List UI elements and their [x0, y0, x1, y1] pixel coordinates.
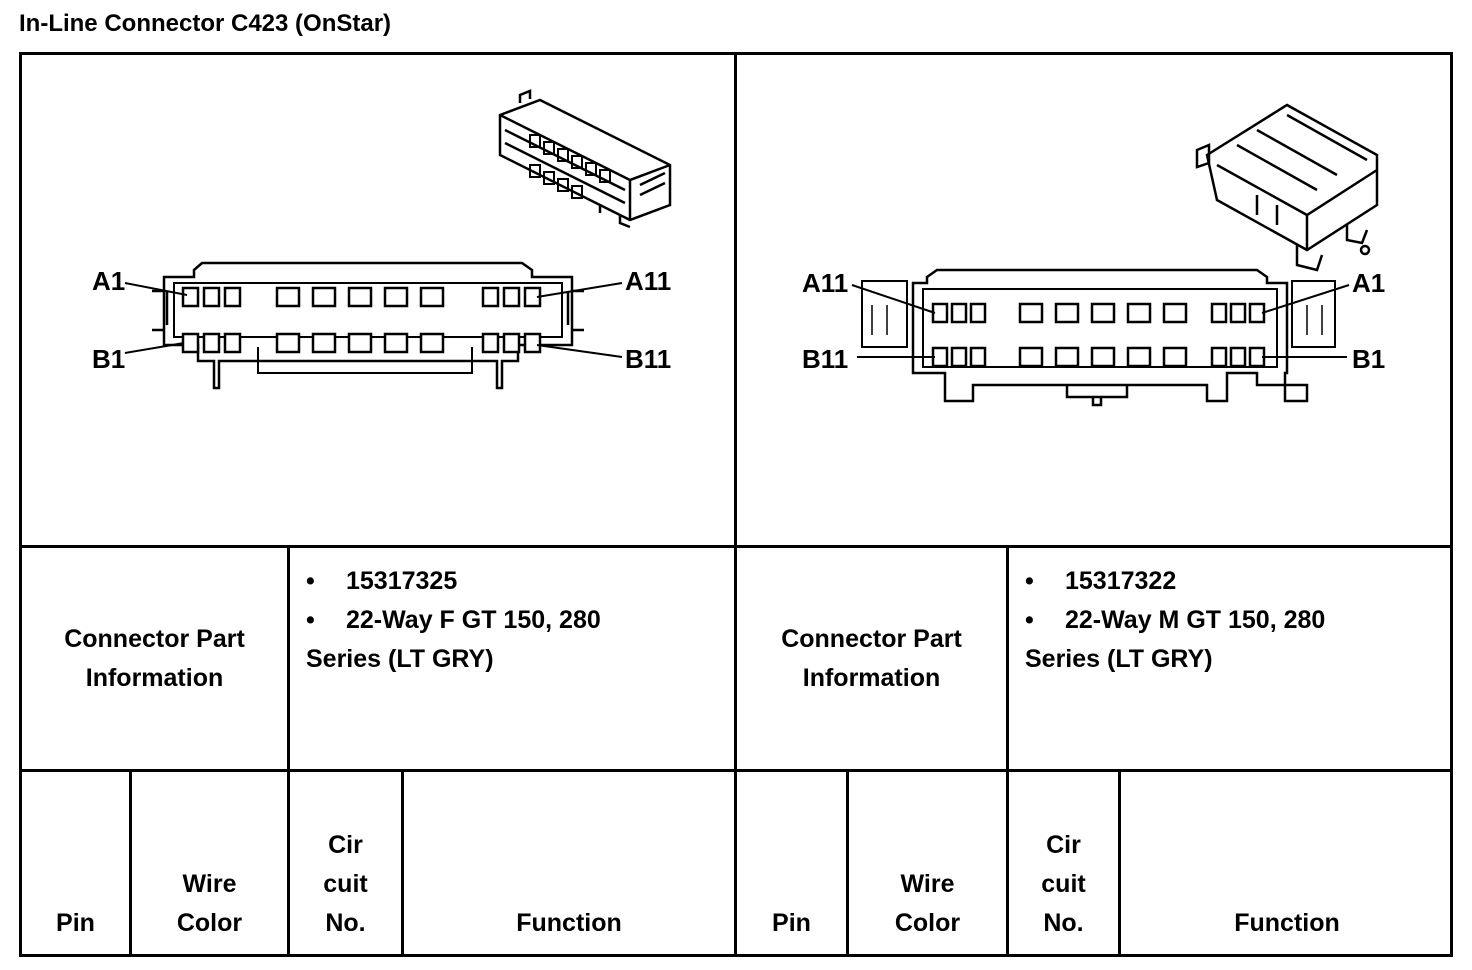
- pin-label-a1: A1: [1352, 268, 1385, 298]
- bullet: •: [1025, 567, 1034, 595]
- diagram-title: In-Line Connector C423 (OnStar): [19, 10, 392, 37]
- row-divider-1: [19, 545, 1453, 548]
- wire-line1: Wire: [900, 870, 955, 898]
- connector-part-info-label: Connector Part Information: [737, 620, 1006, 698]
- col-divider-r1: [846, 769, 849, 957]
- header-circuit-no: Cir cuit No.: [1009, 826, 1118, 943]
- bullet: •: [1025, 606, 1034, 634]
- connector-part-info-label: Connector Part Information: [22, 620, 287, 698]
- pin-label-a1: A1: [92, 266, 125, 296]
- center-divider: [734, 52, 737, 957]
- female-connector-diagram: A1 A11 B1 B11: [92, 89, 672, 390]
- bullet: •: [306, 567, 315, 595]
- info-label-line1: Connector Part: [781, 625, 962, 653]
- col-divider-l3: [401, 769, 404, 957]
- description-line2: Series (LT GRY): [1025, 645, 1213, 673]
- male-connector-diagram: A11 A1 B11 B1: [802, 103, 1385, 407]
- pin-label-b1: B1: [1352, 344, 1385, 374]
- info-divider-right: [1006, 545, 1009, 957]
- info-label-line2: Information: [85, 664, 224, 692]
- circuit-line1: Cir: [328, 831, 363, 859]
- connector-part-details: • 15317322 • 22-Way M GT 150, 280 Series (…: [1025, 562, 1445, 679]
- female-connector-3d-icon: [498, 89, 672, 229]
- circuit-line3: No.: [1043, 909, 1084, 937]
- circuit-line2: cuit: [1041, 870, 1086, 898]
- description-line2: Series (LT GRY): [306, 645, 494, 673]
- info-divider-left: [287, 545, 290, 957]
- header-circuit-no: Cir cuit No.: [290, 826, 401, 943]
- pin-label-b11: B11: [625, 344, 671, 374]
- pin-label-b1: B1: [92, 344, 125, 374]
- bullet: •: [306, 606, 315, 634]
- connector-part-details: • 15317325 • 22-Way F GT 150, 280 Series (…: [306, 562, 726, 679]
- circuit-line2: cuit: [323, 870, 368, 898]
- circuit-line3: No.: [325, 909, 366, 937]
- header-wire-color: Wire Color: [849, 865, 1006, 943]
- pin-label-b11: B11: [802, 344, 848, 374]
- part-number-line: • 15317322: [1025, 562, 1445, 601]
- wire-line2: Color: [894, 909, 961, 937]
- header-wire-color: Wire Color: [132, 865, 287, 943]
- part-number-line: • 15317325: [306, 562, 726, 601]
- row-divider-2: [19, 769, 1453, 772]
- header-function: Function: [1234, 909, 1340, 937]
- col-divider-l1: [129, 769, 132, 957]
- part-number: 15317325: [346, 567, 458, 595]
- description-line1: 22-Way F GT 150, 280: [346, 606, 601, 634]
- header-function: Function: [516, 909, 622, 937]
- col-divider-r3: [1118, 769, 1121, 957]
- wire-line1: Wire: [182, 870, 237, 898]
- info-label-line2: Information: [802, 664, 941, 692]
- wire-line2: Color: [176, 909, 243, 937]
- description-line1: 22-Way M GT 150, 280: [1065, 606, 1326, 634]
- male-connector-3d-icon: [1195, 103, 1379, 272]
- description-line: • 22-Way M GT 150, 280: [1025, 601, 1445, 640]
- description-line: • 22-Way F GT 150, 280: [306, 601, 726, 640]
- header-pin: Pin: [772, 909, 811, 937]
- header-pin: Pin: [56, 909, 95, 937]
- pin-label-a11: A11: [625, 266, 671, 296]
- circuit-line1: Cir: [1046, 831, 1081, 859]
- info-label-line1: Connector Part: [64, 625, 245, 653]
- pin-label-a11: A11: [802, 268, 848, 298]
- part-number: 15317322: [1065, 567, 1177, 595]
